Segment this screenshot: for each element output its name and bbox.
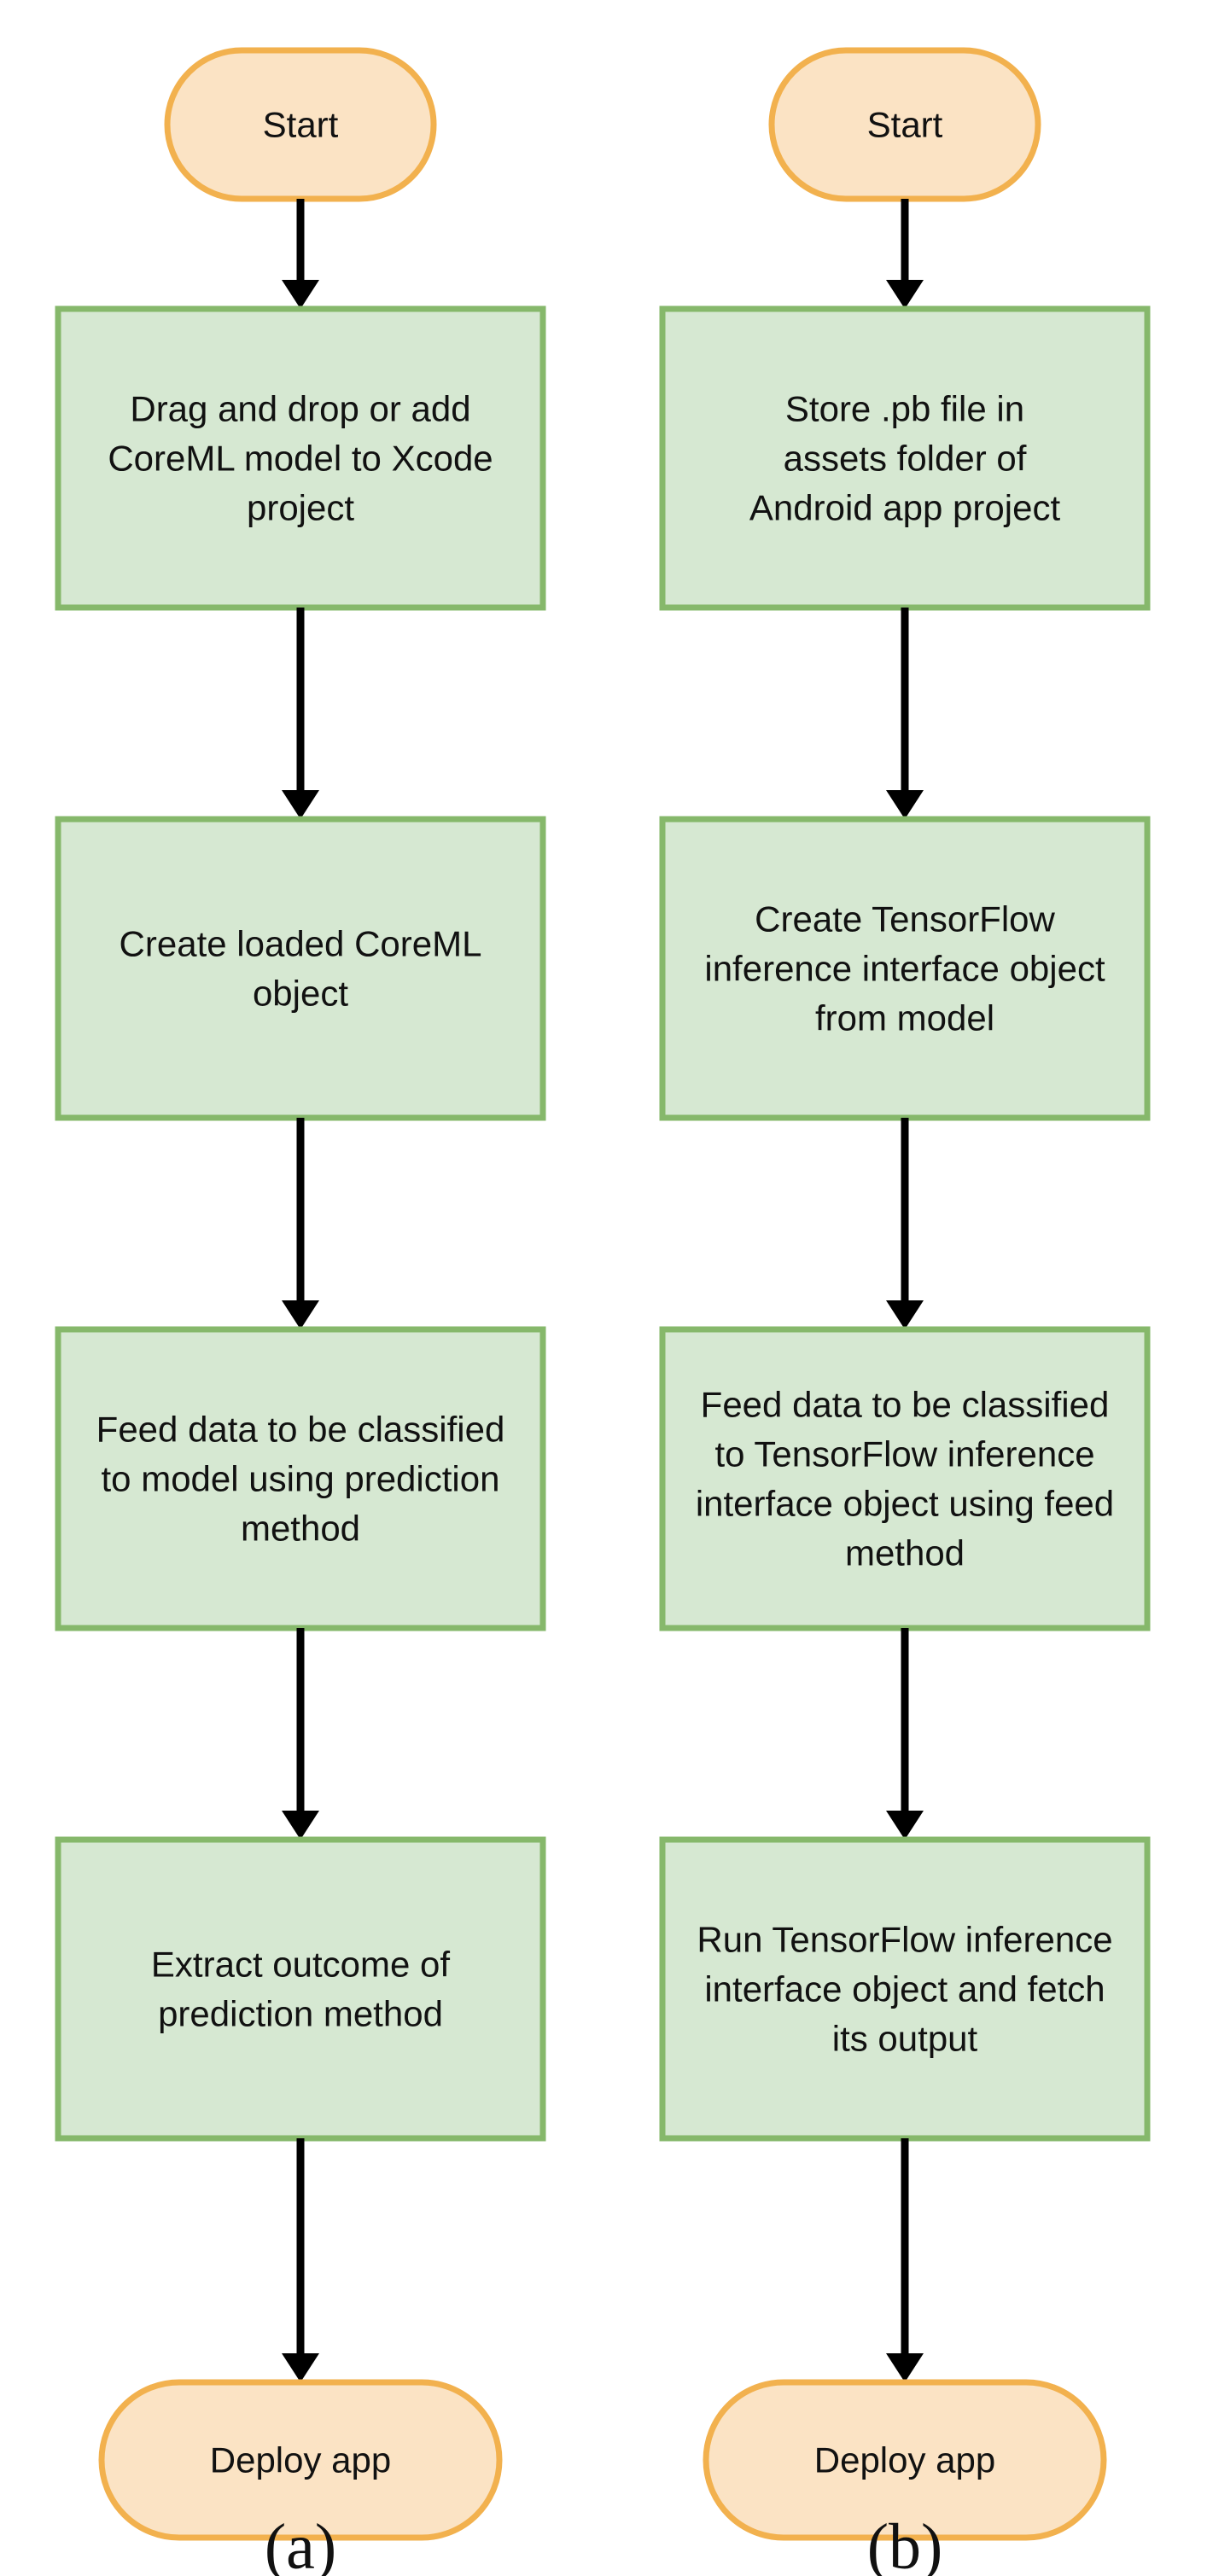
text-line: its output bbox=[832, 2019, 978, 2059]
process-box bbox=[55, 1836, 546, 2142]
arrow-head bbox=[886, 790, 924, 819]
terminal-shape bbox=[703, 2379, 1107, 2541]
arrow-head bbox=[282, 1811, 319, 1840]
end-node: Deploy app bbox=[98, 2379, 503, 2541]
process-step-4: Run TensorFlow inference interface object… bbox=[659, 1836, 1151, 2142]
process-step-3: Feed data to be classified to TensorFlow … bbox=[659, 1326, 1151, 1631]
text-line: Feed data to be classified bbox=[96, 1410, 505, 1450]
text-line: from model bbox=[815, 998, 994, 1038]
arrow-step-1 bbox=[886, 608, 924, 819]
text-line: Create loaded CoreML bbox=[120, 924, 482, 964]
step-label: Run TensorFlow inference interface object… bbox=[697, 1920, 1112, 2059]
step-label: Extract outcome of prediction method bbox=[151, 1945, 450, 2034]
start-label: Start bbox=[263, 105, 339, 145]
text-line: Drag and drop or add bbox=[130, 389, 470, 429]
process-box bbox=[659, 816, 1151, 1121]
step-label: Feed data to be classified to TensorFlow … bbox=[696, 1385, 1114, 1573]
step-label: Create loaded CoreML object bbox=[120, 924, 482, 1014]
arrow-step-4 bbox=[282, 2138, 319, 2382]
step-label: Feed data to be classified to model using… bbox=[96, 1410, 505, 1549]
process-box bbox=[659, 305, 1151, 611]
arrow-start bbox=[282, 199, 319, 309]
arrow-start bbox=[886, 199, 924, 309]
text-line: method bbox=[241, 1509, 360, 1549]
arrow-step-4 bbox=[886, 2138, 924, 2382]
arrow-step-3 bbox=[886, 1628, 924, 1840]
end-label: Deploy app bbox=[210, 2440, 391, 2480]
text-line: Extract outcome of bbox=[151, 1945, 450, 1985]
process-step-1: Store .pb file in assets folder of Android… bbox=[659, 305, 1151, 611]
text-line: inference interface object bbox=[704, 949, 1105, 989]
text-line: object bbox=[253, 974, 348, 1014]
process-step-3: Feed data to be classified to model using… bbox=[55, 1326, 546, 1631]
text-line: method bbox=[845, 1533, 965, 1573]
process-step-2: Create TensorFlow inference interface obj… bbox=[659, 816, 1151, 1121]
text-line: CoreML model to Xcode bbox=[108, 439, 493, 479]
arrow-head bbox=[282, 1300, 319, 1329]
process-box bbox=[55, 305, 546, 611]
text-line: Android app project bbox=[749, 488, 1061, 528]
text-line: interface object using feed bbox=[696, 1484, 1114, 1524]
start-node: Start bbox=[164, 47, 437, 202]
arrow-head bbox=[886, 280, 924, 309]
arrow-head bbox=[282, 790, 319, 819]
start-label: Start bbox=[867, 105, 943, 145]
text-line: Run TensorFlow inference bbox=[697, 1920, 1112, 1960]
text-line: interface object and fetch bbox=[704, 1969, 1105, 2009]
arrow-head bbox=[282, 280, 319, 309]
subfigure-caption: (a) bbox=[265, 2511, 336, 2576]
process-box bbox=[659, 1836, 1151, 2142]
process-step-2: Create loaded CoreML object bbox=[55, 816, 546, 1121]
arrow-head bbox=[282, 2353, 319, 2382]
text-line: to model using prediction bbox=[102, 1459, 500, 1499]
start-node: Start bbox=[768, 47, 1041, 202]
text-line: prediction method bbox=[158, 1994, 443, 2034]
text-line: assets folder of bbox=[784, 439, 1027, 479]
text-line: Create TensorFlow bbox=[755, 899, 1055, 939]
terminal-shape bbox=[98, 2379, 503, 2541]
process-box bbox=[659, 1326, 1151, 1631]
text-line: Store .pb file in bbox=[785, 389, 1024, 429]
arrow-step-2 bbox=[886, 1118, 924, 1329]
subfigure-caption: (b) bbox=[867, 2511, 943, 2576]
process-box bbox=[55, 816, 546, 1121]
arrow-head bbox=[886, 1300, 924, 1329]
process-box bbox=[55, 1326, 546, 1631]
arrow-step-2 bbox=[282, 1118, 319, 1329]
process-step-4: Extract outcome of prediction method bbox=[55, 1836, 546, 2142]
end-node: Deploy app bbox=[703, 2379, 1107, 2541]
step-label: Create TensorFlow inference interface obj… bbox=[704, 899, 1105, 1038]
arrow-head bbox=[886, 2353, 924, 2382]
text-line: Feed data to be classified bbox=[701, 1385, 1110, 1425]
arrow-step-1 bbox=[282, 608, 319, 819]
arrow-step-3 bbox=[282, 1628, 319, 1840]
end-label: Deploy app bbox=[814, 2440, 995, 2480]
step-label: Store .pb file in assets folder of Android… bbox=[749, 389, 1061, 528]
text-line: project bbox=[247, 488, 354, 528]
arrow-head bbox=[886, 1811, 924, 1840]
text-line: to TensorFlow inference bbox=[714, 1434, 1094, 1474]
